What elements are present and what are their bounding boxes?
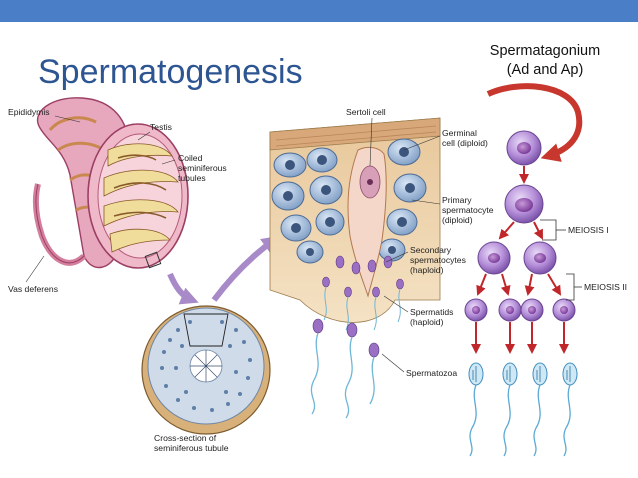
note-line-2: (Ad and Ap) <box>506 62 584 78</box>
label-secondary-line-1: Secondary <box>410 245 452 255</box>
label-secondary-line-3: (haploid) <box>410 265 444 275</box>
label-germinal-line-1: Germinal <box>442 128 477 138</box>
label-coiled-line-2: seminiferous <box>178 163 227 173</box>
self-renewal-arrow <box>486 83 583 162</box>
label-testis: Testis <box>150 122 172 132</box>
label-secondary-line-2: spermatocytes <box>410 255 466 265</box>
label-spermatids-line-1: Spermatids <box>410 307 454 317</box>
testis-illustration <box>25 97 189 283</box>
top-accent-bar <box>0 0 638 22</box>
label-primary-line-3: (diploid) <box>442 215 473 225</box>
meiosis-2-bracket <box>566 273 575 301</box>
note-line-1: Spermatagonium <box>489 43 601 59</box>
label-spermatids-line-2: (haploid) <box>410 317 444 327</box>
label-meiosis-2: MEIOSIS II <box>584 282 627 292</box>
label-spermatozoa: Spermatozoa <box>406 368 458 378</box>
mature-spermatozoa <box>468 362 578 457</box>
label-epididymis: Epididymis <box>8 107 50 117</box>
label-cross-section-line-1: Cross-section of <box>154 433 217 443</box>
spermatozoa-figures <box>310 318 380 419</box>
tubule-wall-section <box>269 117 441 419</box>
label-cross-section-line-2: seminiferous tubule <box>154 443 229 453</box>
cell-lineage <box>464 83 583 457</box>
zoom-arrow-cross-section <box>167 272 199 305</box>
tubule-cross-section <box>141 305 271 435</box>
label-coiled-line-3: tubules <box>178 173 206 183</box>
label-vas-deferens: Vas deferens <box>8 284 59 294</box>
label-meiosis-1: MEIOSIS I <box>568 225 609 235</box>
label-sertoli-cell: Sertoli cell <box>346 107 386 117</box>
label-coiled-line-1: Coiled <box>178 153 203 163</box>
spermatagonium-note: Spermatagonium (Ad and Ap) <box>470 42 620 80</box>
label-primary-line-2: spermatocyte <box>442 205 494 215</box>
label-primary-line-1: Primary <box>442 195 472 205</box>
slide-title: Spermatogenesis <box>38 53 303 91</box>
zoom-arrow-tissue <box>211 235 280 302</box>
label-germinal-line-2: cell (diploid) <box>442 138 488 148</box>
